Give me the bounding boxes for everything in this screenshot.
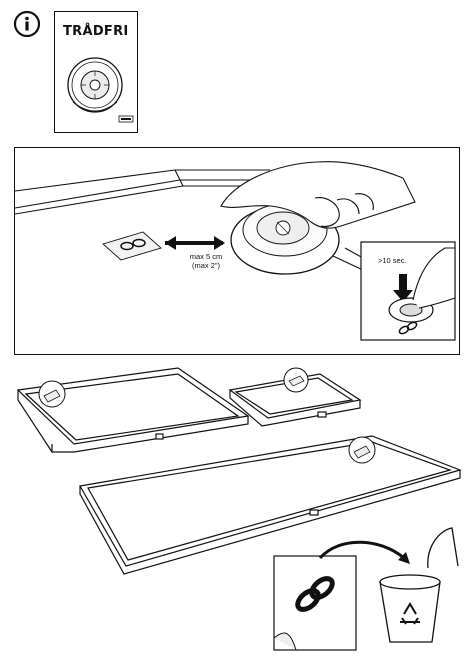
link-sticker-card: [273, 555, 357, 651]
distance-label: max 5 cm (max 2"): [181, 252, 231, 270]
small-light-panel: [228, 373, 362, 427]
link-icon: [102, 231, 162, 261]
hand-illustration: [220, 161, 416, 229]
ikea-logo: [118, 115, 134, 123]
hold-time-label: >10 sec.: [378, 256, 407, 265]
link-icon: [348, 436, 376, 464]
product-box: TRÅDFRI: [54, 11, 138, 133]
product-name: TRÅDFRI: [63, 24, 129, 39]
link-icon: [283, 367, 309, 393]
link-icon: [295, 576, 335, 612]
remote-control-illustration: [67, 57, 134, 123]
inset-detail-box: [360, 241, 456, 341]
pairing-step-panel: max 5 cm (max 2") >10 sec.: [14, 147, 460, 355]
distance-label-text: max 5 cm: [189, 252, 223, 261]
square-light-panel: [16, 367, 250, 453]
recycle-icon: [400, 602, 420, 625]
distance-sub-label: (max 2"): [191, 261, 221, 270]
rectangular-light-panel: [79, 435, 462, 575]
info-icon: [13, 10, 41, 38]
link-icon: [398, 321, 418, 335]
lower-illustration: [16, 367, 462, 651]
discard-arrow: [318, 540, 405, 560]
link-icon: [38, 380, 66, 408]
distance-arrow: [165, 236, 225, 250]
recycle-bin: [379, 527, 459, 643]
